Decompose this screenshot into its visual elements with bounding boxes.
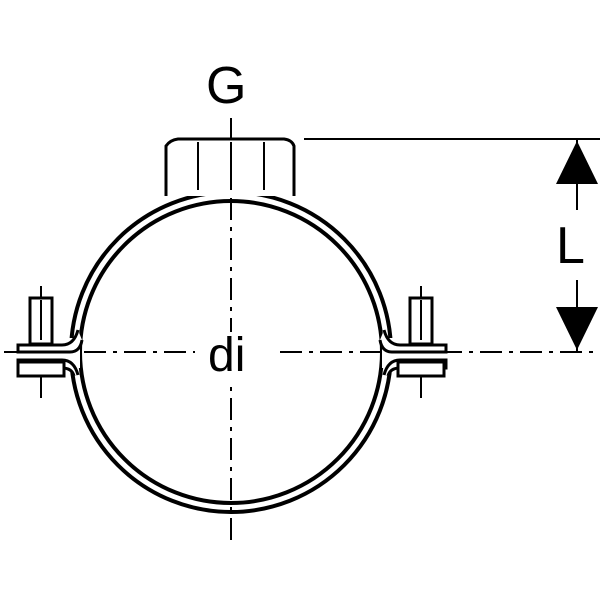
right-ear: [378, 286, 448, 398]
left-nut: [16, 360, 66, 378]
thread-size-label: G: [206, 57, 247, 115]
dimension-arrow-up: [556, 141, 598, 184]
threaded-socket: [164, 137, 296, 196]
right-nut: [396, 360, 446, 378]
dimension-l: [304, 138, 600, 352]
dimension-arrow-down: [556, 307, 598, 350]
right-ear-upper: [378, 329, 448, 354]
left-ear: [16, 286, 84, 398]
left-ear-upper: [16, 329, 84, 354]
center-lines: [4, 118, 600, 545]
length-dimension-label: L: [556, 217, 585, 275]
inner-diameter-label: di: [204, 332, 250, 380]
